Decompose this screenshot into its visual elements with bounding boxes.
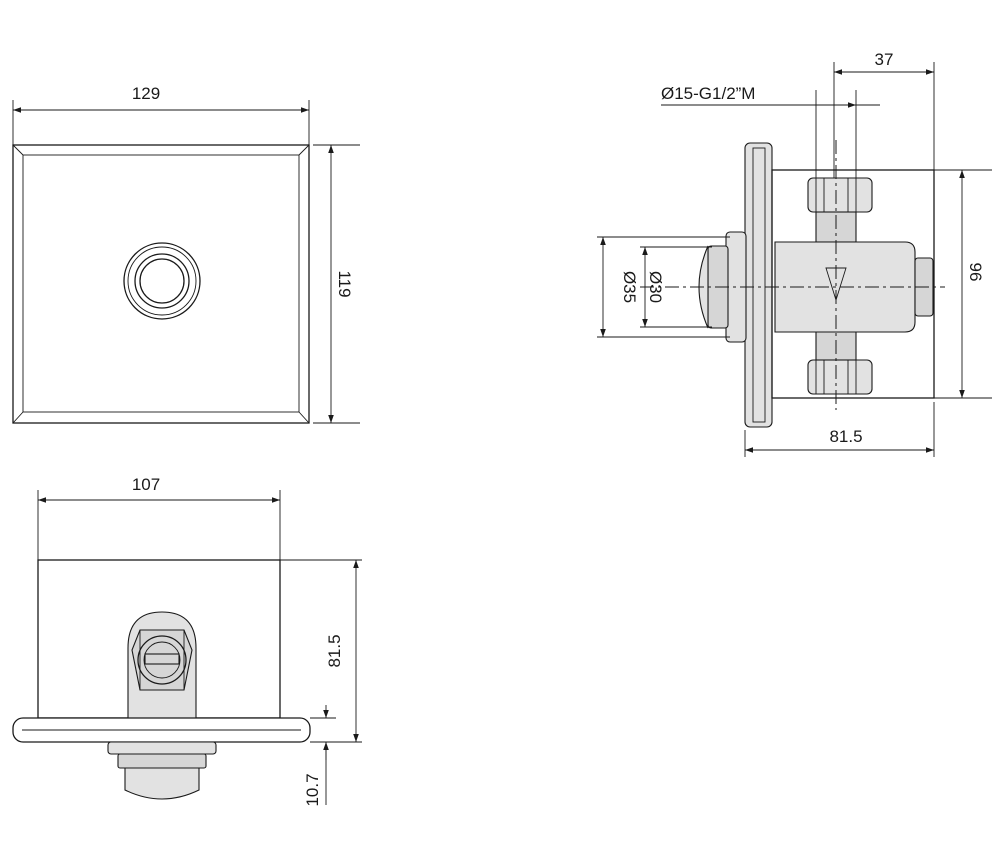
inlet-thread-label: Ø15-G1/2”M (661, 84, 755, 103)
bottom-plate-label: 10.7 (303, 773, 322, 806)
side-depth-label: 81.5 (829, 427, 862, 446)
bottom-depth-label: 81.5 (325, 634, 344, 667)
front-width-label: 129 (132, 84, 160, 103)
valve-body-housing (771, 169, 935, 399)
push-button (123, 242, 201, 320)
side-view: 37 Ø15-G1/2”M (597, 50, 992, 457)
bottom-inlet-connector (127, 611, 197, 719)
front-cover-plate (12, 144, 310, 424)
dia-30-label: Ø30 (646, 271, 665, 303)
side-flange (744, 142, 773, 428)
side-height-label: 96 (966, 263, 985, 282)
dia-35-label: Ø35 (620, 271, 639, 303)
valve-internal (774, 177, 934, 395)
bottom-width-label: 107 (132, 475, 160, 494)
front-cover-bevel (22, 154, 300, 413)
front-view: 129 119 (12, 84, 360, 424)
bottom-view: 107 81.5 10.7 (12, 475, 362, 807)
front-height-label: 119 (335, 270, 354, 297)
side-offset-label: 37 (875, 50, 894, 69)
bottom-push-button (107, 741, 217, 800)
